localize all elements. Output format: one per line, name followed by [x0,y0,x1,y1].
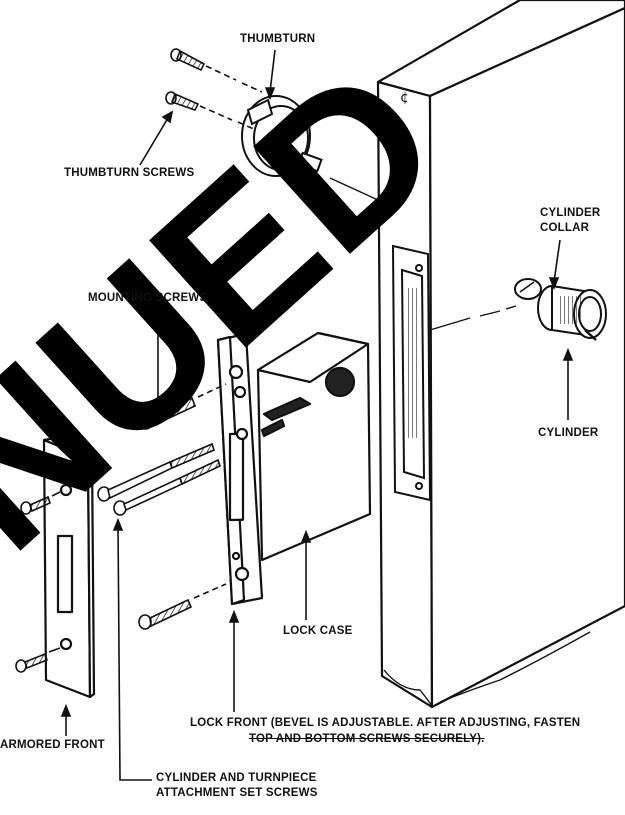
label-armored-front: ARMORED FRONT [0,739,105,751]
label-cylinder-collar-line1: CYLINDER [540,207,601,219]
label-lock-case: LOCK CASE [283,625,353,637]
set-screw-upper [97,442,215,502]
mounting-screw-lower [138,583,227,630]
door-cylinder-hole [514,278,542,300]
label-lock-front-line2: TOP AND BOTTOM SCREWS SECURELY). [249,733,485,745]
label-set-screws-line2: ATTACHMENT SET SCREWS [156,787,318,799]
label-lock-front-line1: LOCK FRONT (BEVEL IS ADJUSTABLE. AFTER A… [190,717,581,729]
door [376,0,625,709]
label-set-screws-line1: CYLINDER AND TURNPIECE [156,772,317,784]
thumbturn-screw-upper [170,48,263,93]
leader-lines [60,49,574,781]
set-screw-lower [113,458,221,516]
thumbturn-screw-lower [165,91,257,131]
door-mortise [391,244,432,502]
label-cylinder-collar-line2: COLLAR [540,222,590,234]
thumbturn [241,95,323,177]
armored-front-screw-lower [15,647,61,673]
lock-case [256,331,372,562]
armored-front-screw-upper [20,491,61,515]
label-thumbturn-screws: THUMBTURN SCREWS [64,167,195,179]
label-mounting-screws: MOUNTING SCREWS [88,292,208,304]
armored-front [42,436,96,699]
label-thumbturn: THUMBTURN [240,33,316,45]
door-centerline-mark: ¢ [400,90,409,106]
cylinder [537,284,607,341]
mounting-screw-upper [139,383,227,430]
lock-front [216,332,264,606]
label-cylinder: CYLINDER [538,427,599,439]
